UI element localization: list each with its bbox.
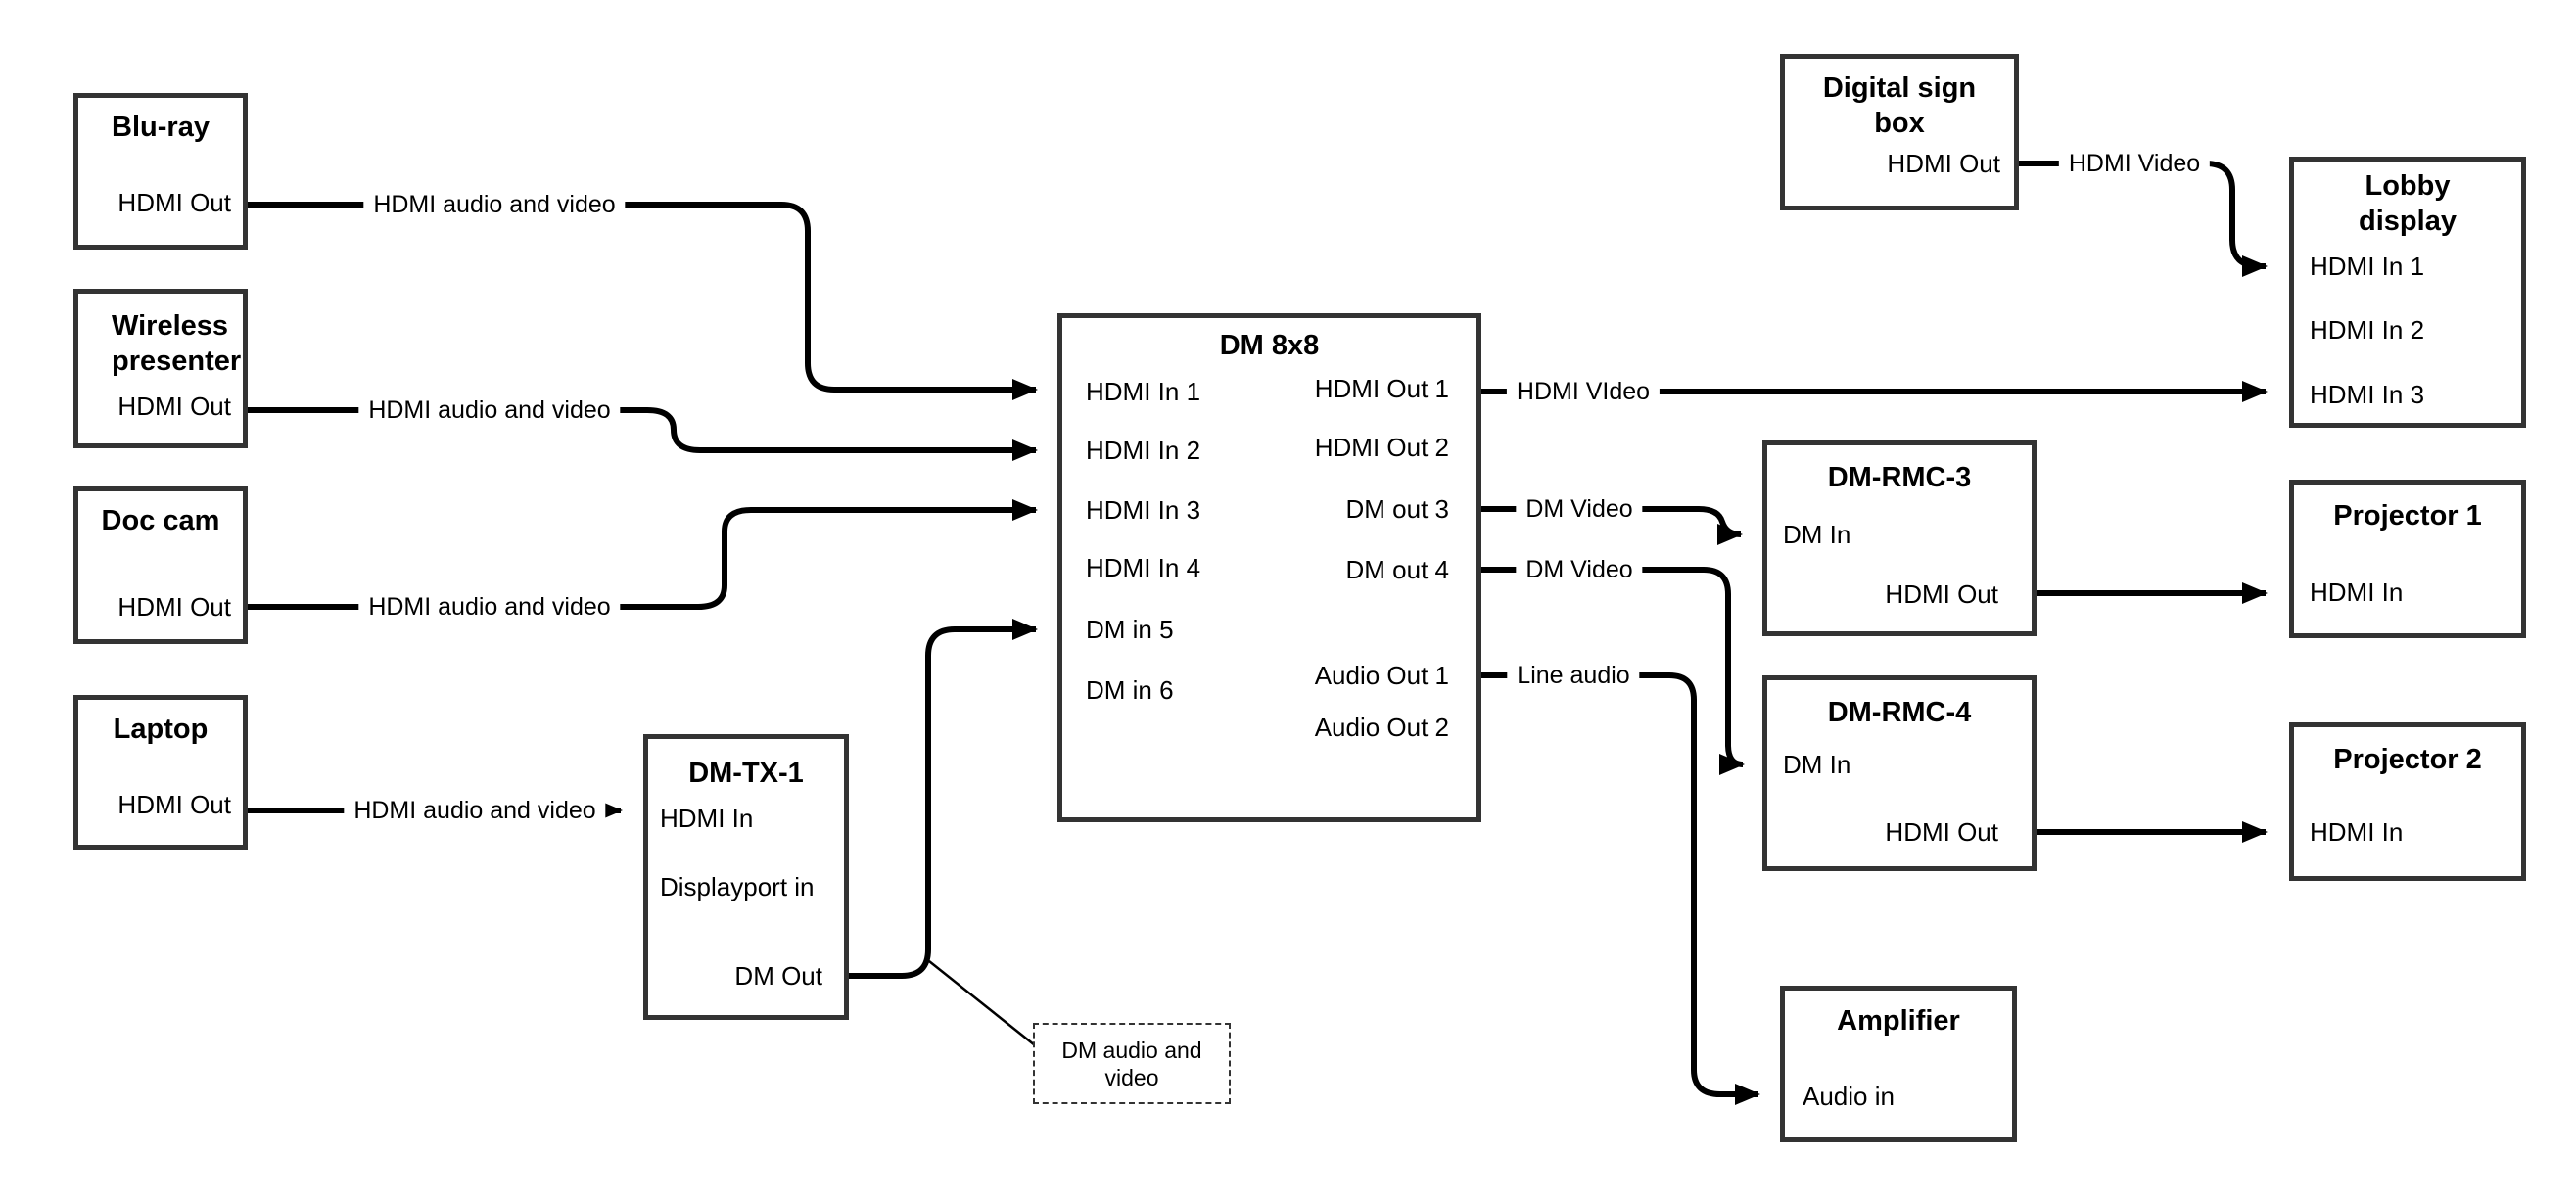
dm-rmc-3-title: DM-RMC-3 [1827, 462, 1972, 493]
digital-sign-box-title: Digital sign box [1822, 72, 1977, 139]
doc-cam-title: Doc cam [101, 505, 220, 536]
lobby-display-port-hdmi-in-2: HDMI In 2 [2310, 315, 2425, 345]
lobby-display-title: Lobby display [2359, 170, 2457, 237]
edge-label-dm-video-out4: DM Video [1516, 555, 1643, 584]
connector-dm8x8-out3-to-rmc3 [1481, 506, 1743, 545]
wireless-presenter-port-hdmi-out: HDMI Out [117, 392, 231, 421]
dm-rmc-3-port-dm-in: DM In [1783, 520, 1851, 549]
dm-tx-1-port-hdmi-in: HDMI In [660, 804, 754, 833]
dm-8x8-port-hdmi-out-1: HDMI Out 1 [1314, 374, 1449, 403]
amplifier-port-audio-in: Audio in [1803, 1082, 1895, 1111]
callout-leader-line [928, 960, 1036, 1046]
node-wireless-presenter: Wireless presenter HDMI Out [73, 289, 248, 448]
dm-8x8-port-dm-in-6: DM in 6 [1086, 675, 1174, 705]
edge-label-line-audio: Line audio [1507, 661, 1640, 690]
dm-8x8-port-dm-in-5: DM in 5 [1086, 615, 1174, 644]
bluray-port-hdmi-out: HDMI Out [117, 188, 231, 217]
dm-rmc-4-title: DM-RMC-4 [1827, 697, 1972, 728]
node-bluray: Blu-ray HDMI Out [73, 93, 248, 250]
projector-2-title: Projector 2 [2333, 744, 2482, 775]
connector-bluray-to-dm8x8-in1 [248, 202, 1038, 400]
node-amplifier: Amplifier Audio in [1780, 986, 2017, 1142]
dm-tx-1-port-displayport-in: Displayport in [660, 872, 815, 901]
node-laptop: Laptop HDMI Out [73, 695, 248, 850]
edge-label-laptop-hdmi-av: HDMI audio and video [344, 796, 606, 825]
dm-8x8-port-hdmi-out-2: HDMI Out 2 [1314, 433, 1449, 462]
node-lobby-display: Lobby display HDMI In 1 HDMI In 2 HDMI I… [2289, 157, 2526, 428]
digital-sign-box-port-hdmi-out: HDMI Out [1887, 149, 2000, 178]
laptop-title: Laptop [113, 714, 209, 745]
node-digital-sign-box: Digital sign box HDMI Out [1780, 54, 2019, 210]
dm-8x8-port-audio-out-1: Audio Out 1 [1314, 661, 1449, 690]
dm-8x8-port-dm-out-4: DM out 4 [1345, 555, 1450, 584]
dm-tx-1-port-dm-out: DM Out [734, 961, 822, 991]
edge-label-wireless-hdmi-av: HDMI audio and video [358, 395, 621, 425]
connector-wireless-to-dm8x8-in2 [248, 407, 1038, 461]
node-dm-tx-1: DM-TX-1 HDMI In Displayport in DM Out [643, 734, 849, 1020]
dm-8x8-port-hdmi-in-2: HDMI In 2 [1086, 436, 1201, 465]
projector-1-port-hdmi-in: HDMI In [2310, 577, 2404, 607]
connector-doccam-to-dm8x8-in3 [248, 499, 1038, 610]
node-doc-cam: Doc cam HDMI Out [73, 486, 248, 644]
wireless-presenter-title: Wireless presenter [112, 310, 242, 377]
connector-dmtx1-to-dm8x8-in5 [849, 619, 1038, 979]
projector-2-port-hdmi-in: HDMI In [2310, 817, 2404, 847]
connector-signbox-to-lobby-in1 [2019, 161, 2268, 277]
node-projector-1: Projector 1 HDMI In [2289, 480, 2526, 638]
edge-label-signbox-hdmi-video: HDMI Video [2058, 149, 2211, 178]
projector-1-title: Projector 1 [2333, 500, 2482, 531]
doc-cam-port-hdmi-out: HDMI Out [117, 592, 231, 622]
dm-8x8-port-dm-out-3: DM out 3 [1345, 494, 1450, 524]
lobby-display-port-hdmi-in-3: HDMI In 3 [2310, 380, 2425, 409]
dm-8x8-port-hdmi-in-4: HDMI In 4 [1086, 553, 1201, 582]
node-dm-rmc-4: DM-RMC-4 DM In HDMI Out [1762, 675, 2037, 871]
callout-dm-audio-video: DM audio and video [1033, 1023, 1231, 1104]
connector-dm8x8-out4-to-rmc4 [1481, 567, 1745, 775]
edge-label-bluray-hdmi-av: HDMI audio and video [363, 190, 626, 219]
dm-rmc-4-port-hdmi-out: HDMI Out [1885, 817, 1998, 847]
edge-label-doccam-hdmi-av: HDMI audio and video [358, 592, 621, 622]
node-dm-8x8: DM 8x8 HDMI In 1 HDMI In 2 HDMI In 3 HDM… [1057, 313, 1481, 822]
dm-tx-1-title: DM-TX-1 [688, 758, 804, 789]
dm-rmc-3-port-hdmi-out: HDMI Out [1885, 579, 1998, 609]
lobby-display-port-hdmi-in-1: HDMI In 1 [2310, 252, 2425, 281]
amplifier-title: Amplifier [1837, 1005, 1960, 1037]
edge-label-dm-video-out3: DM Video [1516, 494, 1643, 524]
node-dm-rmc-3: DM-RMC-3 DM In HDMI Out [1762, 440, 2037, 636]
laptop-port-hdmi-out: HDMI Out [117, 790, 231, 819]
dm-8x8-port-hdmi-in-3: HDMI In 3 [1086, 495, 1201, 525]
dm-8x8-port-hdmi-in-1: HDMI In 1 [1086, 377, 1201, 406]
dm-rmc-4-port-dm-in: DM In [1783, 750, 1851, 779]
callout-dm-audio-video-text: DM audio and video [1061, 1037, 1202, 1090]
dm-8x8-port-audio-out-2: Audio Out 2 [1314, 713, 1449, 742]
node-projector-2: Projector 2 HDMI In [2289, 722, 2526, 881]
bluray-title: Blu-ray [112, 112, 210, 143]
connector-dm8x8-audio1-to-amplifier [1481, 672, 1760, 1105]
dm-8x8-title: DM 8x8 [1219, 330, 1320, 361]
edge-label-hdmi-video-out1: HDMI VIdeo [1506, 377, 1661, 406]
